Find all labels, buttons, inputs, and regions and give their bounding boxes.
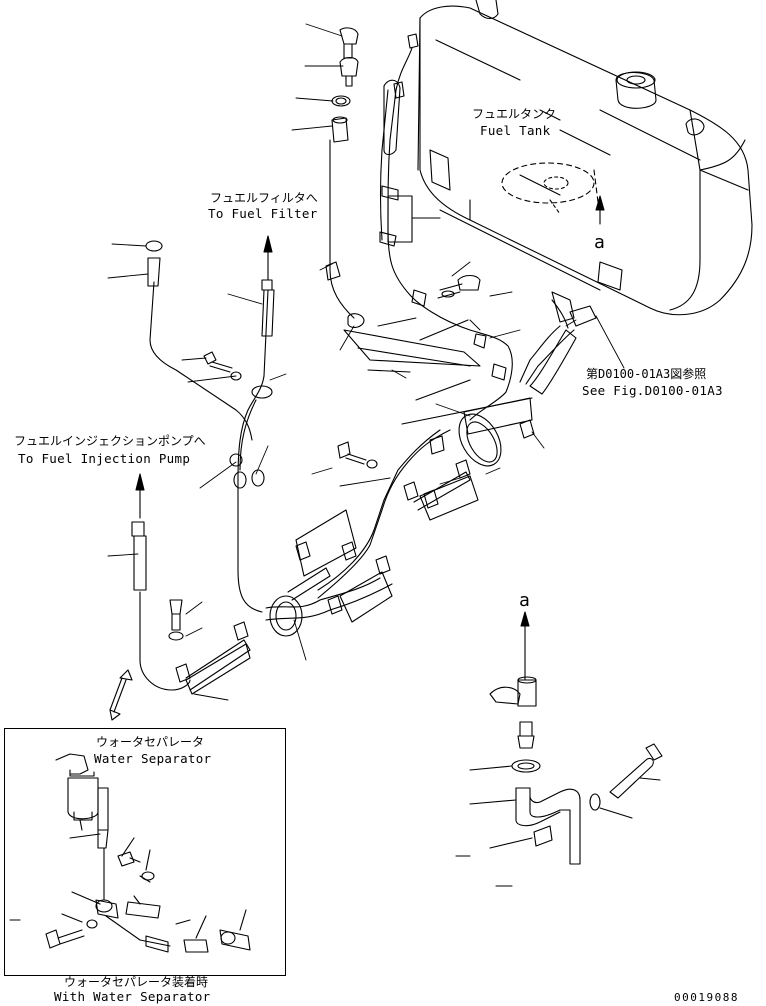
- to-fuel-filter-label-en: To Fuel Filter: [208, 206, 318, 221]
- leader-lines: [107, 23, 625, 701]
- up-arrow-icon: [263, 235, 273, 281]
- see-figure-label-en: See Fig.D0100-01A3: [582, 383, 723, 398]
- pipes: [139, 47, 575, 691]
- fuel-tank-label-jp: フュエルタンク: [472, 107, 557, 121]
- water-separator-label-jp: ウォータセパレータ: [96, 735, 205, 749]
- water-separator-inset-frame: [4, 728, 286, 976]
- up-arrow-icon: [595, 195, 605, 225]
- clamps: [175, 185, 535, 691]
- fuel-tank-label-en: Fuel Tank: [480, 123, 551, 138]
- detail-view-a: [455, 676, 663, 887]
- view-a-detail-marker: a: [519, 590, 530, 611]
- with-water-separator-label-en: With Water Separator: [54, 989, 211, 1004]
- to-fuel-filter-label-jp: フュエルフィルタへ: [210, 191, 318, 205]
- fuel-tank: [393, 0, 753, 316]
- view-a-marker: a: [594, 232, 605, 253]
- to-injection-pump-label-jp: フュエルインジェクションポンプへ: [14, 434, 206, 448]
- hose-sleeves: [383, 79, 577, 395]
- leader-brackets: [185, 195, 481, 695]
- drawing-number: 00019088: [674, 991, 739, 1004]
- water-separator-label-en: Water Separator: [94, 751, 212, 766]
- water-separator-inset: [9, 753, 251, 953]
- double-arrow-icon: [109, 669, 133, 721]
- up-arrow-icon: [135, 473, 145, 519]
- to-injection-pump-label-en: To Fuel Injection Pump: [18, 451, 191, 466]
- see-figure-label-jp: 第D0100-01A3図参照: [586, 367, 707, 381]
- with-water-separator-label-jp: ウォータセパレータ装着時: [64, 975, 209, 989]
- up-arrow-icon: [520, 611, 530, 681]
